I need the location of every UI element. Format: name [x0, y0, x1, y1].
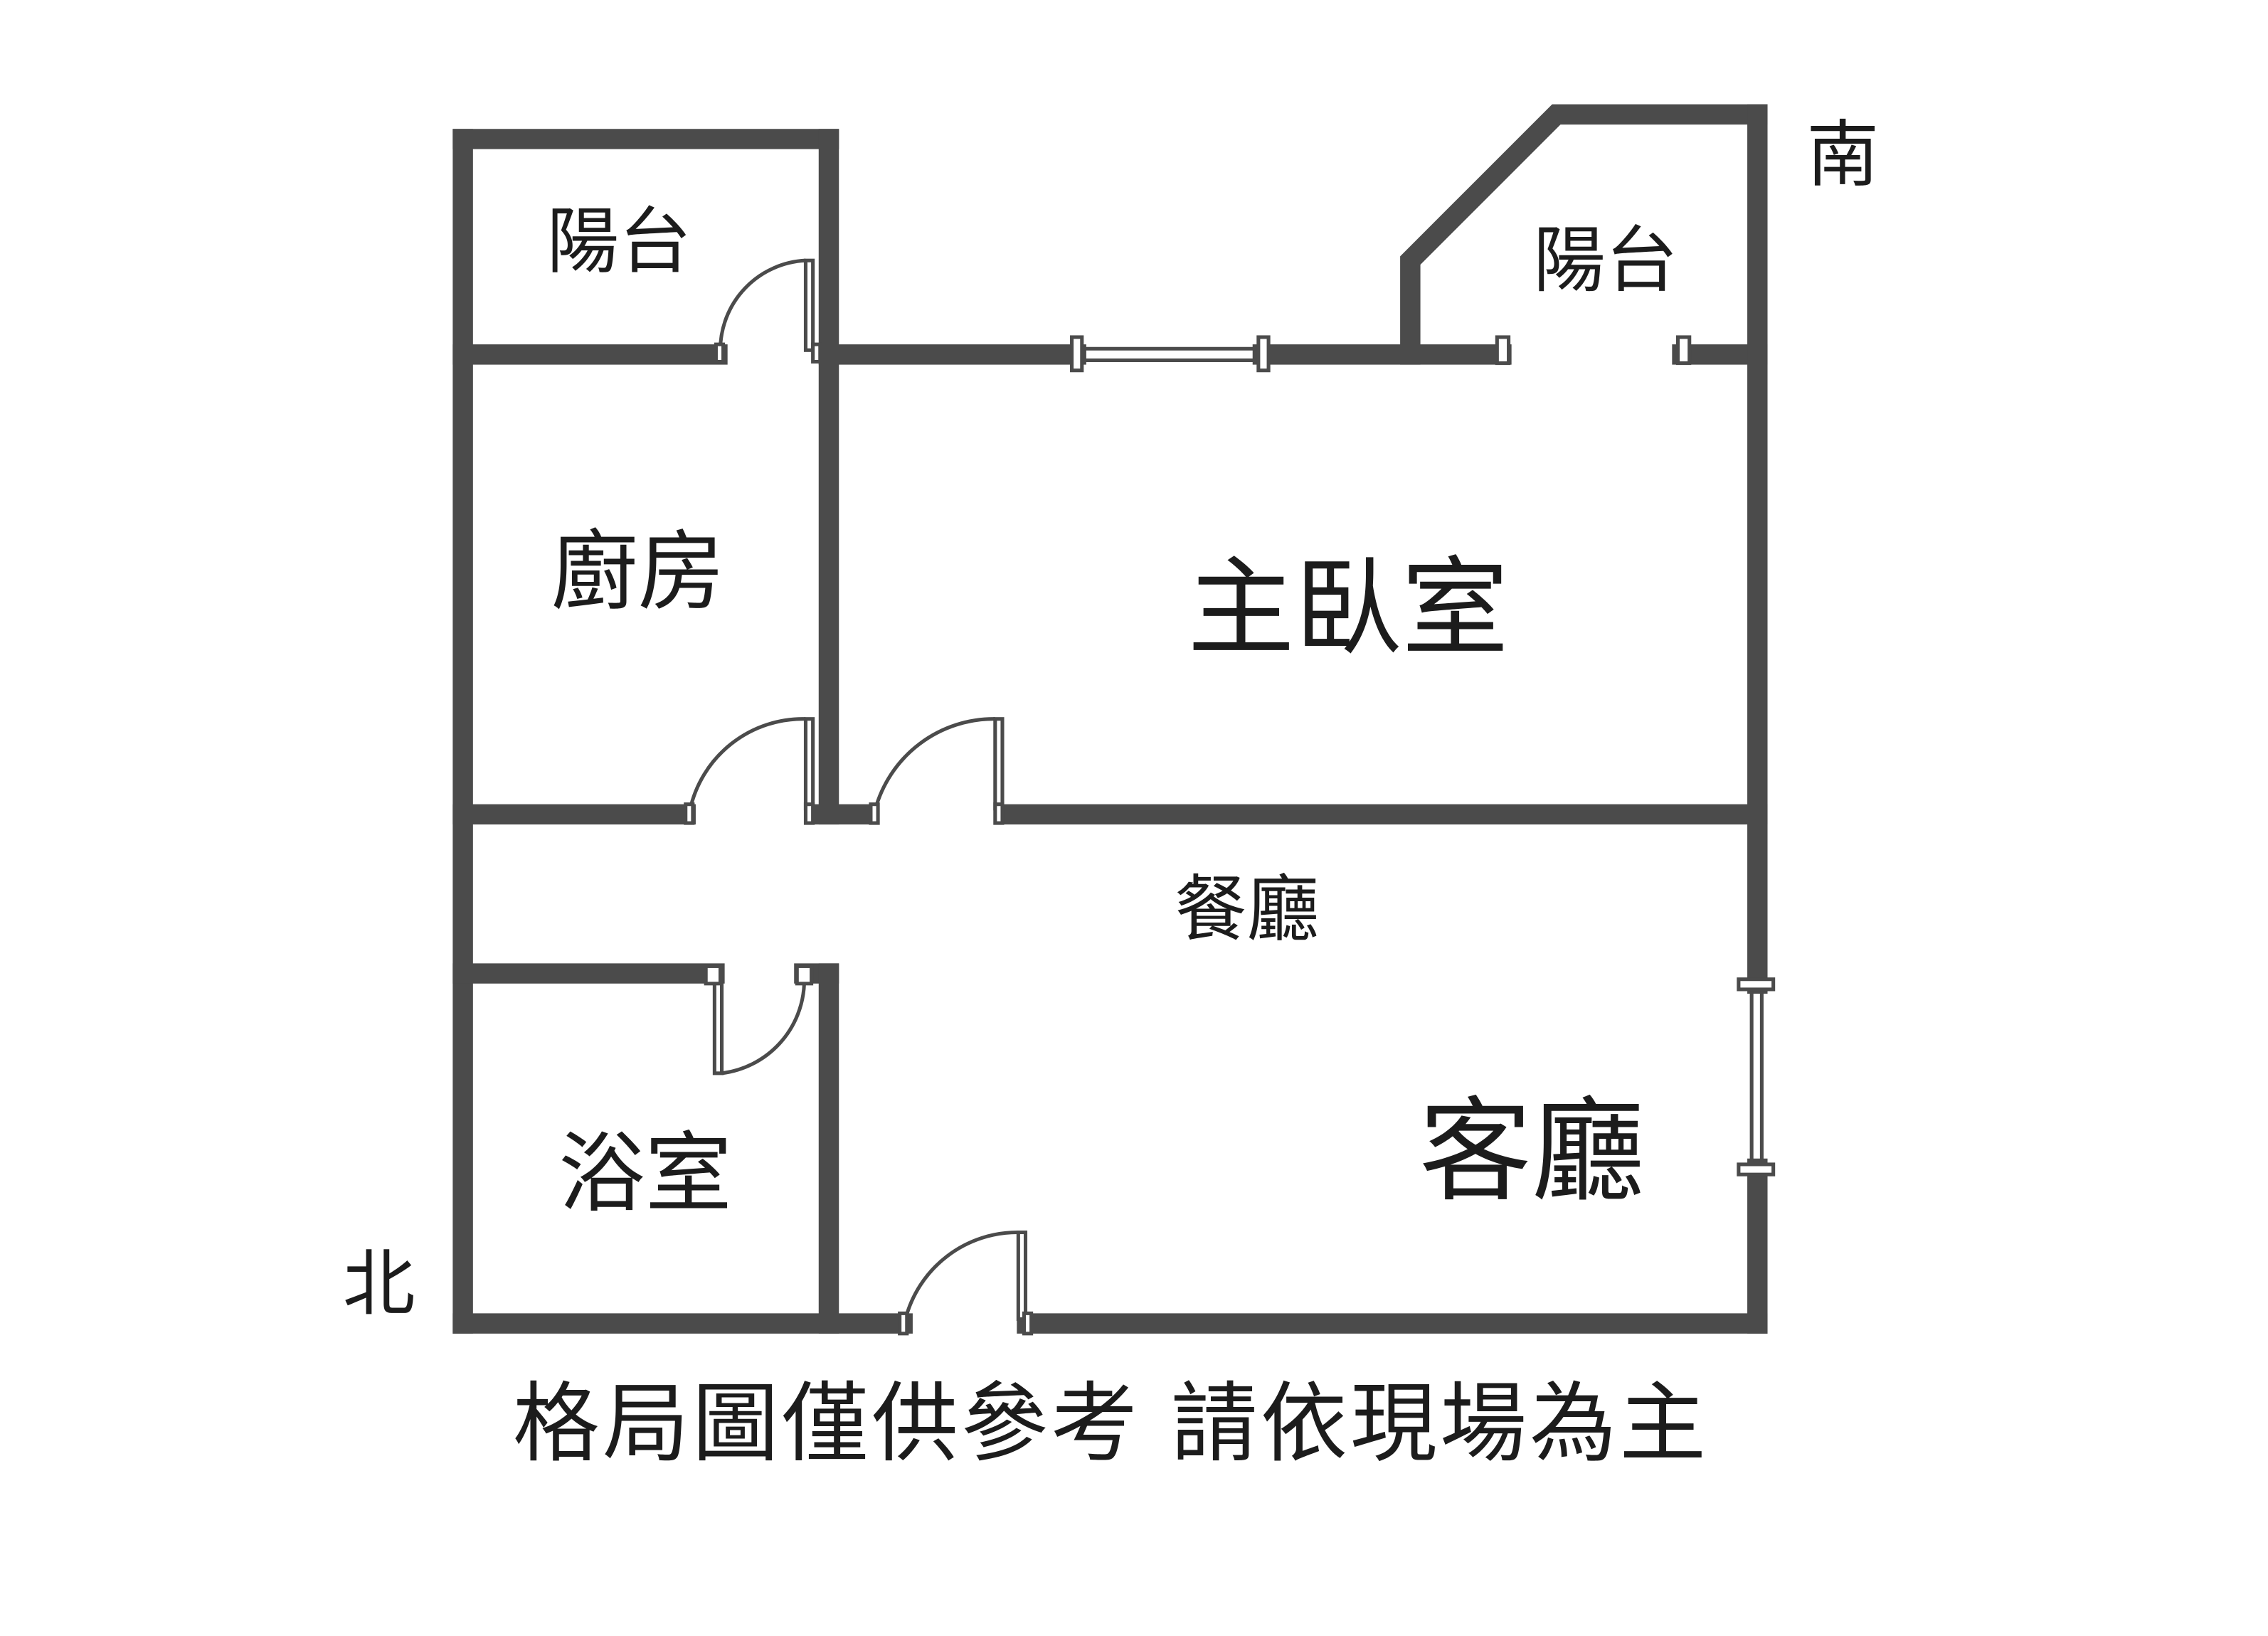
labels: 南 北 陽台 陽台 廚房 主臥室 餐廳 浴室 客廳 格局圖僅供參考 請依現場為主: [343, 112, 1879, 1474]
room-label-master-bedroom: 主臥室: [1187, 546, 1508, 671]
wall-balcony-east: [1400, 104, 1768, 365]
windows: [1070, 335, 1776, 1176]
opening-balcony-east: [1495, 335, 1692, 366]
compass-south: 南: [1806, 112, 1879, 196]
door-bathroom: [704, 964, 814, 1075]
room-label-balcony-west: 陽台: [547, 199, 691, 283]
window-bedroom: [1070, 335, 1271, 373]
disclaimer-text: 格局圖僅供參考 請依現場為主: [513, 1374, 1709, 1475]
walls: [452, 104, 1768, 1334]
door-balcony-west: [714, 258, 822, 364]
room-label-dining-room: 餐廳: [1175, 868, 1319, 952]
room-label-living-room: 客廳: [1419, 1087, 1645, 1218]
window-living-room: [1737, 977, 1776, 1176]
door-kitchen: [684, 717, 815, 825]
doors: [684, 258, 1034, 1336]
room-label-kitchen: 廚房: [551, 521, 725, 622]
door-master-bedroom: [869, 717, 1005, 825]
room-label-bathroom: 浴室: [558, 1123, 732, 1224]
door-main-entrance: [898, 1230, 1034, 1336]
room-label-balcony-east: 陽台: [1533, 218, 1678, 302]
compass-north: 北: [343, 1242, 415, 1326]
